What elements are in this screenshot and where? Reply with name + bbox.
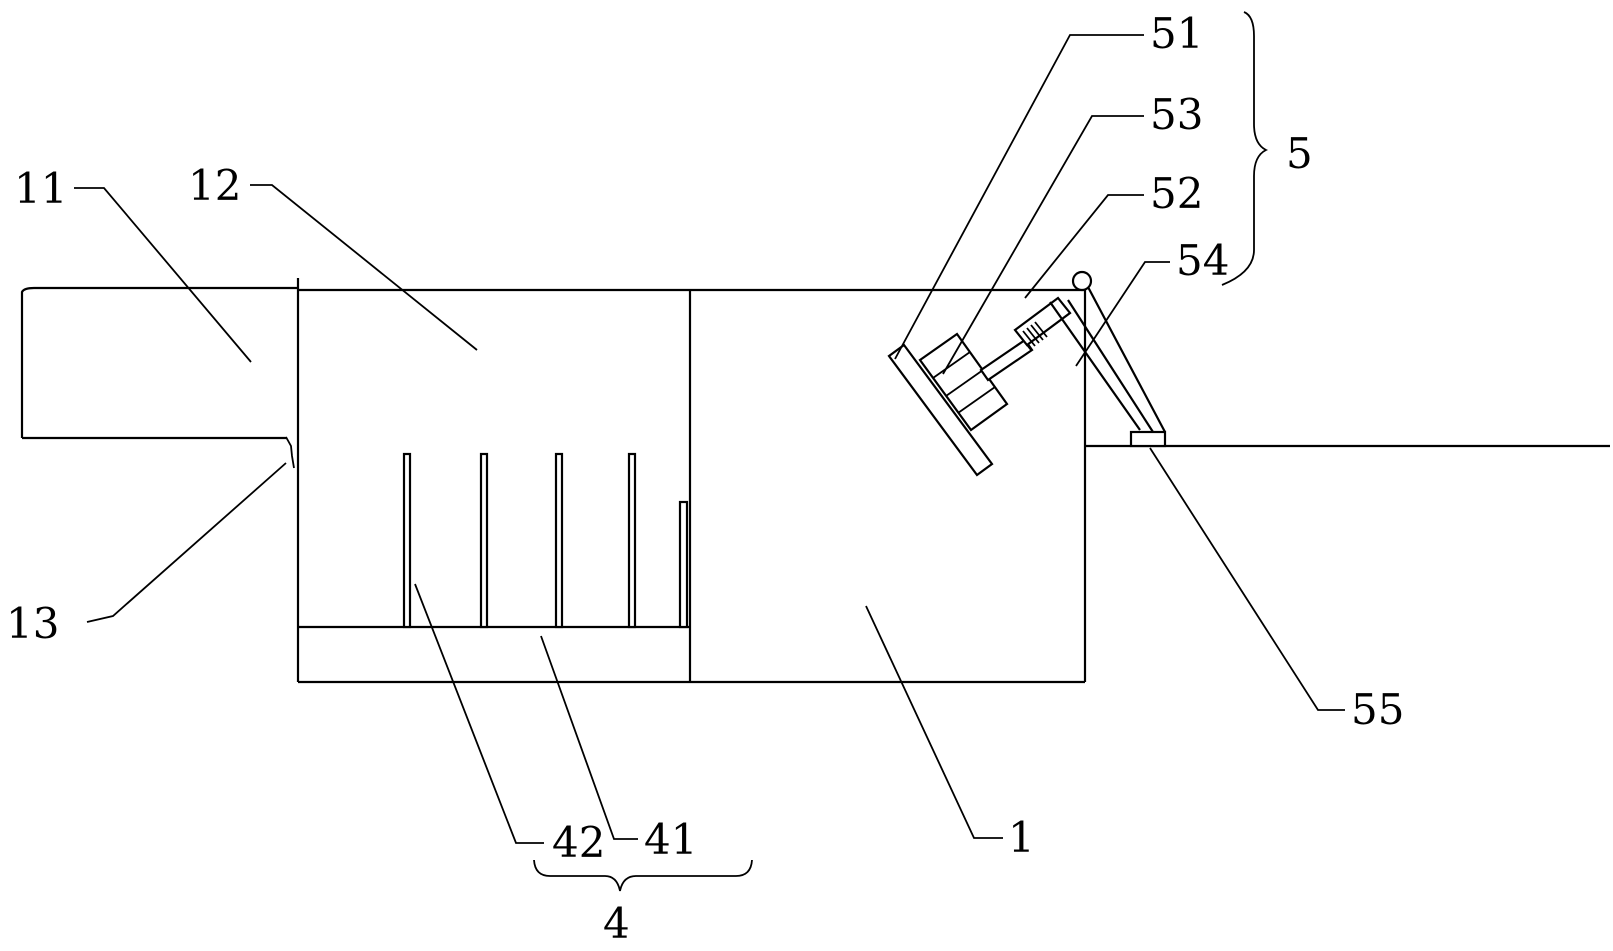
- label-53: 53: [1150, 90, 1204, 139]
- leader-54: [1075, 261, 1170, 367]
- label-55: 55: [1351, 685, 1405, 734]
- label-51: 51: [1150, 9, 1204, 58]
- label-11: 11: [14, 164, 68, 213]
- leader-51: [894, 34, 1144, 360]
- cleaning-mechanism: [887, 270, 1167, 477]
- screen-plates: [402, 452, 689, 629]
- support-arm: [1067, 299, 1154, 433]
- label-54: 54: [1176, 236, 1230, 285]
- label-13: 13: [6, 599, 60, 648]
- leader-42: [414, 583, 544, 844]
- label-4: 4: [603, 899, 630, 948]
- inlet-channel: [20, 286, 298, 440]
- leader-12: [250, 184, 478, 351]
- brush-plate: [887, 343, 994, 477]
- leader-52: [1024, 194, 1144, 299]
- telescopic-rod: [979, 338, 1034, 382]
- leader-41: [540, 635, 638, 840]
- inlet-opening: [285, 436, 295, 469]
- leader-lines: [74, 34, 1345, 844]
- label-12: 12: [188, 161, 242, 210]
- label-1: 1: [1008, 813, 1035, 862]
- pivot-joint: [1071, 270, 1093, 292]
- label-41: 41: [644, 815, 698, 864]
- leader-55: [1149, 447, 1345, 711]
- leader-53: [942, 115, 1144, 375]
- leader-13: [86, 462, 287, 623]
- label-5: 5: [1286, 129, 1313, 178]
- tank-body: [296, 278, 1087, 684]
- label-52: 52: [1150, 169, 1204, 218]
- bracket-4: [533, 859, 753, 892]
- base-seat: [1129, 430, 1167, 448]
- brace-5: [1221, 11, 1269, 286]
- leader-11: [74, 187, 252, 363]
- leader-1: [865, 605, 1003, 839]
- brush-holder: [918, 332, 1009, 432]
- label-42: 42: [552, 818, 606, 867]
